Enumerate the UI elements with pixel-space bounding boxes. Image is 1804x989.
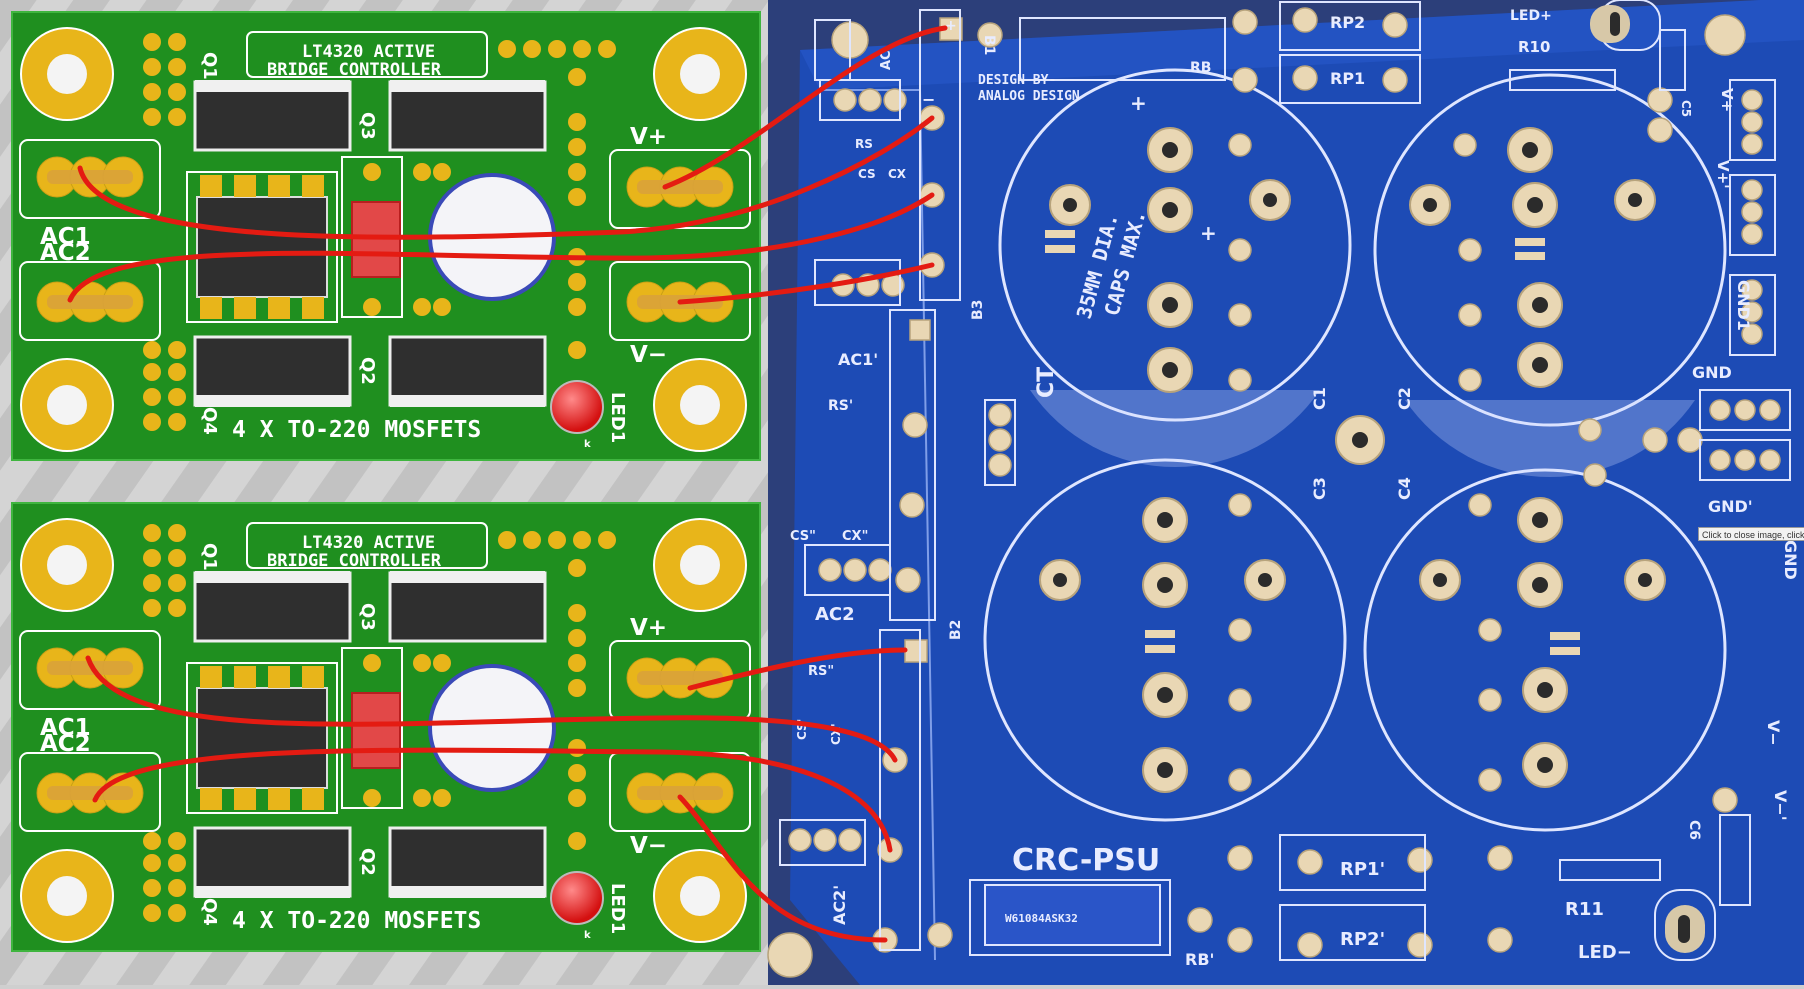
label-q1: Q1 <box>199 543 220 571</box>
label-rb: RB <box>1190 60 1211 76</box>
wire-top-ac1 <box>77 115 935 240</box>
design-credit-line1: DESIGN BY- <box>978 73 1056 88</box>
wire-top-vminus <box>677 262 935 305</box>
label-rs-prime: RS' <box>828 398 853 414</box>
label-c5: C5 <box>1679 100 1693 117</box>
wire-bottom-vplus <box>687 647 908 691</box>
label-q2: Q2 <box>357 357 378 385</box>
wire-bottom-ac1 <box>85 655 898 763</box>
blue-pcb-board: CRC-PSU DESIGN BY- ANALOG DESIGN 35MM DI… <box>767 0 1804 985</box>
label-vplus: V+ <box>1718 88 1736 112</box>
label-ac1: AC1 <box>40 715 91 741</box>
label-b1: B1 <box>981 35 997 55</box>
label-rp2: RP2 <box>1330 13 1365 32</box>
label-q4: Q4 <box>199 898 220 926</box>
cap-plus-mark-2: + <box>1200 221 1217 245</box>
label-vminus-prime: V−' <box>1771 790 1790 821</box>
label-c1: C1 <box>1310 387 1329 410</box>
cap-plus-mark: + <box>1130 91 1147 115</box>
label-r10: R10 <box>1518 38 1550 56</box>
label-vplus: V+ <box>630 124 667 150</box>
label-led-plus: LED+ <box>1510 8 1552 24</box>
label-ac2: AC2 <box>815 604 855 625</box>
green-board-title-line2: BRIDGE CONTROLLER <box>267 551 442 571</box>
label-gnd-right: GND <box>1781 540 1800 580</box>
label-q4: Q4 <box>199 407 220 435</box>
label-led-minus: LED− <box>1578 942 1632 963</box>
led-cathode-mark: k <box>584 439 591 450</box>
green-board-footer: 4 X TO-220 MOSFETS <box>232 908 481 934</box>
label-gnd: GND <box>1692 363 1732 382</box>
label-led1: LED1 <box>607 883 628 934</box>
label-rb-prime: RB' <box>1185 950 1214 969</box>
label-cs: CS <box>858 167 876 181</box>
bridge-plus-mark: + <box>945 18 957 34</box>
label-cx: CX <box>888 167 907 181</box>
label-q1: Q1 <box>199 52 220 80</box>
led-cathode-mark: k <box>584 930 591 941</box>
label-cx-double: CX" <box>842 529 868 544</box>
green-pcb-board-bottom: LT4320 ACTIVE BRIDGE CONTROLLER 4 X TO-2… <box>11 502 761 952</box>
label-ac1-prime: AC1' <box>838 350 878 369</box>
label-ac2: AC2 <box>40 731 91 757</box>
resistor-marking: W61084ASK32 <box>1005 912 1078 925</box>
wire-bottom-vminus <box>677 794 888 943</box>
wire-top-ac2 <box>67 192 935 303</box>
label-rs-double: RS" <box>808 664 834 679</box>
green-board-title-line2: BRIDGE CONTROLLER <box>267 60 442 80</box>
label-gnd1: GND1 <box>1734 280 1753 331</box>
label-rp2-prime: RP2' <box>1340 929 1385 950</box>
label-r11: R11 <box>1565 899 1604 920</box>
design-credit-line2: ANALOG DESIGN <box>978 89 1080 104</box>
label-ac1: AC1 <box>40 224 91 250</box>
wire-annotations <box>67 25 948 943</box>
green-board-title-line1: LT4320 ACTIVE <box>302 42 435 62</box>
label-vplus: V+ <box>630 615 667 641</box>
label-rs: RS <box>855 137 873 151</box>
green-board-footer: 4 X TO-220 MOSFETS <box>232 417 481 443</box>
label-gnd-prime: GND' <box>1708 497 1753 516</box>
wire-top-vplus <box>662 25 948 190</box>
label-rp1: RP1 <box>1330 69 1365 88</box>
label-q3: Q3 <box>357 603 378 631</box>
label-ac2-prime: AC2' <box>830 885 849 925</box>
label-rp1-prime: RP1' <box>1340 859 1385 880</box>
wire-bottom-ac2 <box>92 747 893 853</box>
blue-board-title: CRC-PSU <box>1012 843 1160 878</box>
bridge-minus-mark: − <box>922 90 935 109</box>
label-c6: C6 <box>1686 820 1702 840</box>
label-vminus: V− <box>630 833 667 859</box>
label-ct: CT <box>1034 367 1059 398</box>
label-ac2: AC2 <box>40 240 91 266</box>
image-viewer-tooltip[interactable]: Click to close image, click and drag to … <box>1698 527 1804 541</box>
label-ac: AC <box>879 50 894 70</box>
label-cs-double: CS" <box>790 529 816 544</box>
label-c4: C4 <box>1395 477 1414 500</box>
label-vminus: V− <box>1764 720 1783 746</box>
label-c3: C3 <box>1310 477 1329 500</box>
label-b2: B2 <box>948 620 964 640</box>
label-led1: LED1 <box>607 392 628 443</box>
label-vminus: V− <box>630 342 667 368</box>
label-vplus-prime: V+' <box>1714 160 1732 189</box>
green-board-title-line1: LT4320 ACTIVE <box>302 533 435 553</box>
label-q2: Q2 <box>357 848 378 876</box>
label-b3: B3 <box>970 300 986 320</box>
label-c2: C2 <box>1395 387 1414 410</box>
label-q3: Q3 <box>357 112 378 140</box>
green-pcb-board-top: LT4320 ACTIVE BRIDGE CONTROLLER 4 X TO-2… <box>11 11 761 461</box>
